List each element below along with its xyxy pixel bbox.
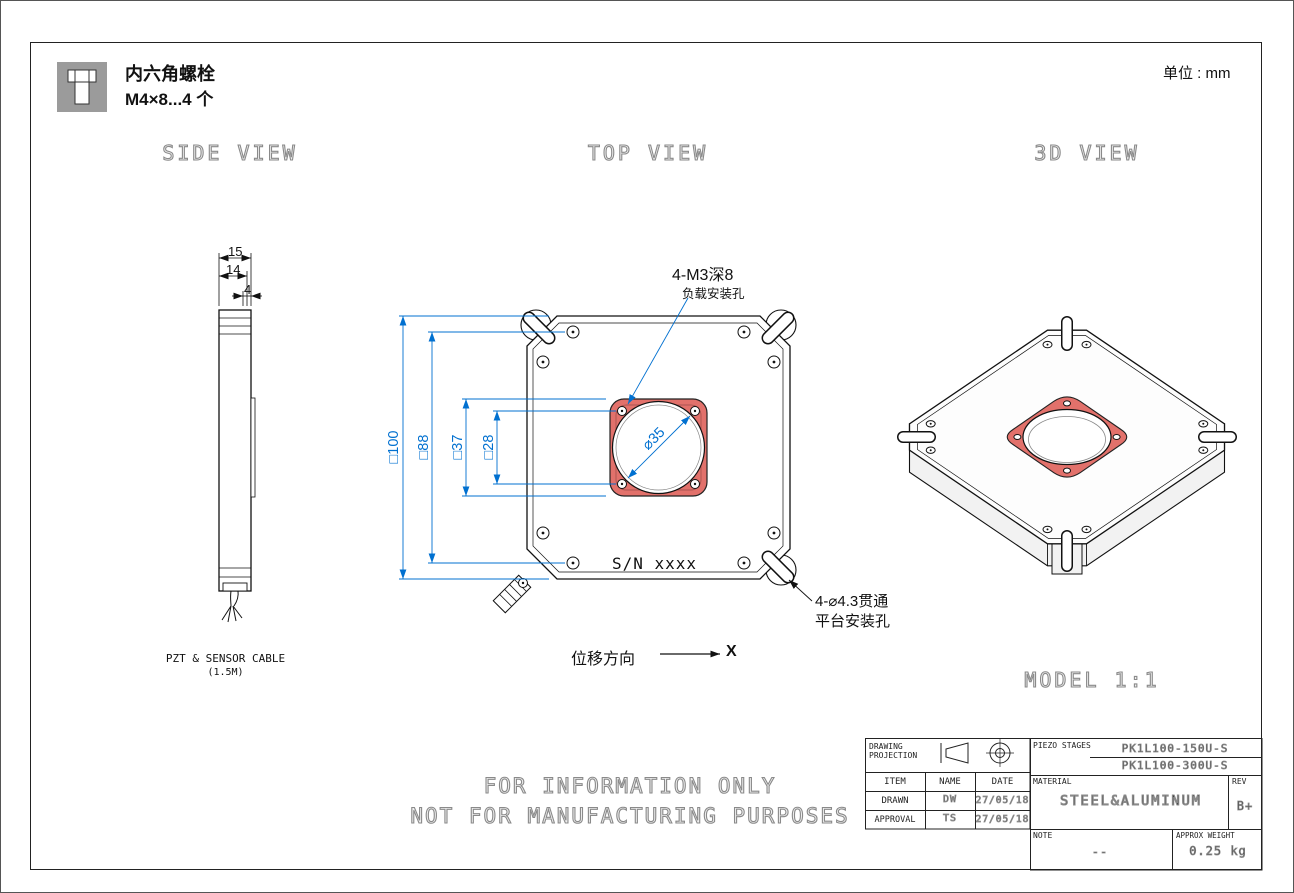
- cable-label: PZT & SENSOR CABLE: [165, 652, 286, 665]
- legend-bolt-title: 内六角螺栓: [125, 64, 215, 84]
- dim-37-label: □37: [450, 434, 466, 460]
- iso-view-drawing: [897, 316, 1237, 575]
- cable-length-label: (1.5M): [207, 667, 244, 678]
- model-1-value: PK1L100-150U-S: [1121, 742, 1229, 756]
- dim-15-label: 15: [228, 244, 243, 259]
- serial-number: S/N xxxx: [612, 554, 698, 573]
- callout-mount-line2: 平台安装孔: [815, 613, 891, 630]
- iso-load-screws: [1013, 400, 1121, 474]
- row-drawn-label: DRAWN: [881, 796, 909, 806]
- callout-mount-line1: 4-⌀4.3贯通: [815, 593, 889, 610]
- rev-label: REV: [1232, 777, 1247, 786]
- dim-14-label: 14: [226, 262, 241, 277]
- weight-value: 0.25 kg: [1189, 844, 1247, 859]
- titleblock-lines: [865, 738, 1263, 871]
- callout-load-line1: 4-M3深8: [672, 267, 734, 284]
- legend-bolt-spec: M4×8...4 个: [125, 90, 214, 109]
- dim-4-label: 4: [244, 282, 252, 297]
- approval-date-value: 27/05/18: [975, 814, 1030, 826]
- dim-88-label: □88: [416, 434, 432, 460]
- product-label: PIEZO STAGES: [1033, 741, 1091, 750]
- watermark-line2: NOT FOR MANUFACTURING PURPOSES: [410, 803, 850, 828]
- row-approval-label: APPROVAL: [874, 815, 916, 825]
- side-view-dimension-lines: [218, 253, 262, 306]
- weight-label: APPROX WEIGHT: [1176, 831, 1235, 840]
- drawn-date-value: 27/05/18: [975, 795, 1030, 807]
- model-2-value: PK1L100-300U-S: [1121, 759, 1229, 773]
- direction-axis-label: X: [726, 643, 737, 660]
- material-label: MATERIAL: [1033, 777, 1072, 786]
- top-view-title: TOP VIEW: [587, 140, 709, 165]
- direction-label: 位移方向: [571, 651, 636, 668]
- col-name-header: NAME: [939, 777, 961, 787]
- projection-label-line1: DRAWING: [869, 742, 903, 751]
- iso-corner-slots: [897, 316, 1237, 572]
- top-view-leaders: [660, 579, 813, 658]
- side-view-drawing: [218, 309, 256, 623]
- side-view-title: SIDE VIEW: [162, 140, 298, 165]
- projection-symbol-icon: [940, 739, 1014, 767]
- projection-label-line2: PROJECTION: [869, 751, 918, 760]
- note-label: NOTE: [1033, 831, 1053, 840]
- approval-name-value: TS: [942, 813, 958, 825]
- model-scale-label: MODEL 1:1: [1024, 667, 1160, 692]
- dim-100-label: □100: [386, 430, 402, 464]
- drawn-name-value: DW: [942, 794, 958, 806]
- rev-value: B+: [1236, 799, 1254, 814]
- top-view-dimensions: [399, 297, 691, 580]
- bolt-icon: [57, 62, 107, 112]
- dim-28-label: □28: [481, 434, 497, 460]
- watermark-line1: FOR INFORMATION ONLY: [483, 773, 777, 798]
- col-date-header: DATE: [991, 777, 1014, 787]
- callout-load-line2: 负载安装孔: [682, 287, 745, 301]
- unit-label: 单位 : mm: [1163, 65, 1231, 82]
- note-value: --: [1091, 845, 1109, 860]
- iso-aperture: [1022, 408, 1112, 466]
- material-value: STEEL&ALUMINUM: [1060, 792, 1202, 809]
- corner-slots: [522, 311, 795, 584]
- col-item-header: ITEM: [884, 777, 906, 787]
- iso-view-title: 3D VIEW: [1034, 140, 1140, 165]
